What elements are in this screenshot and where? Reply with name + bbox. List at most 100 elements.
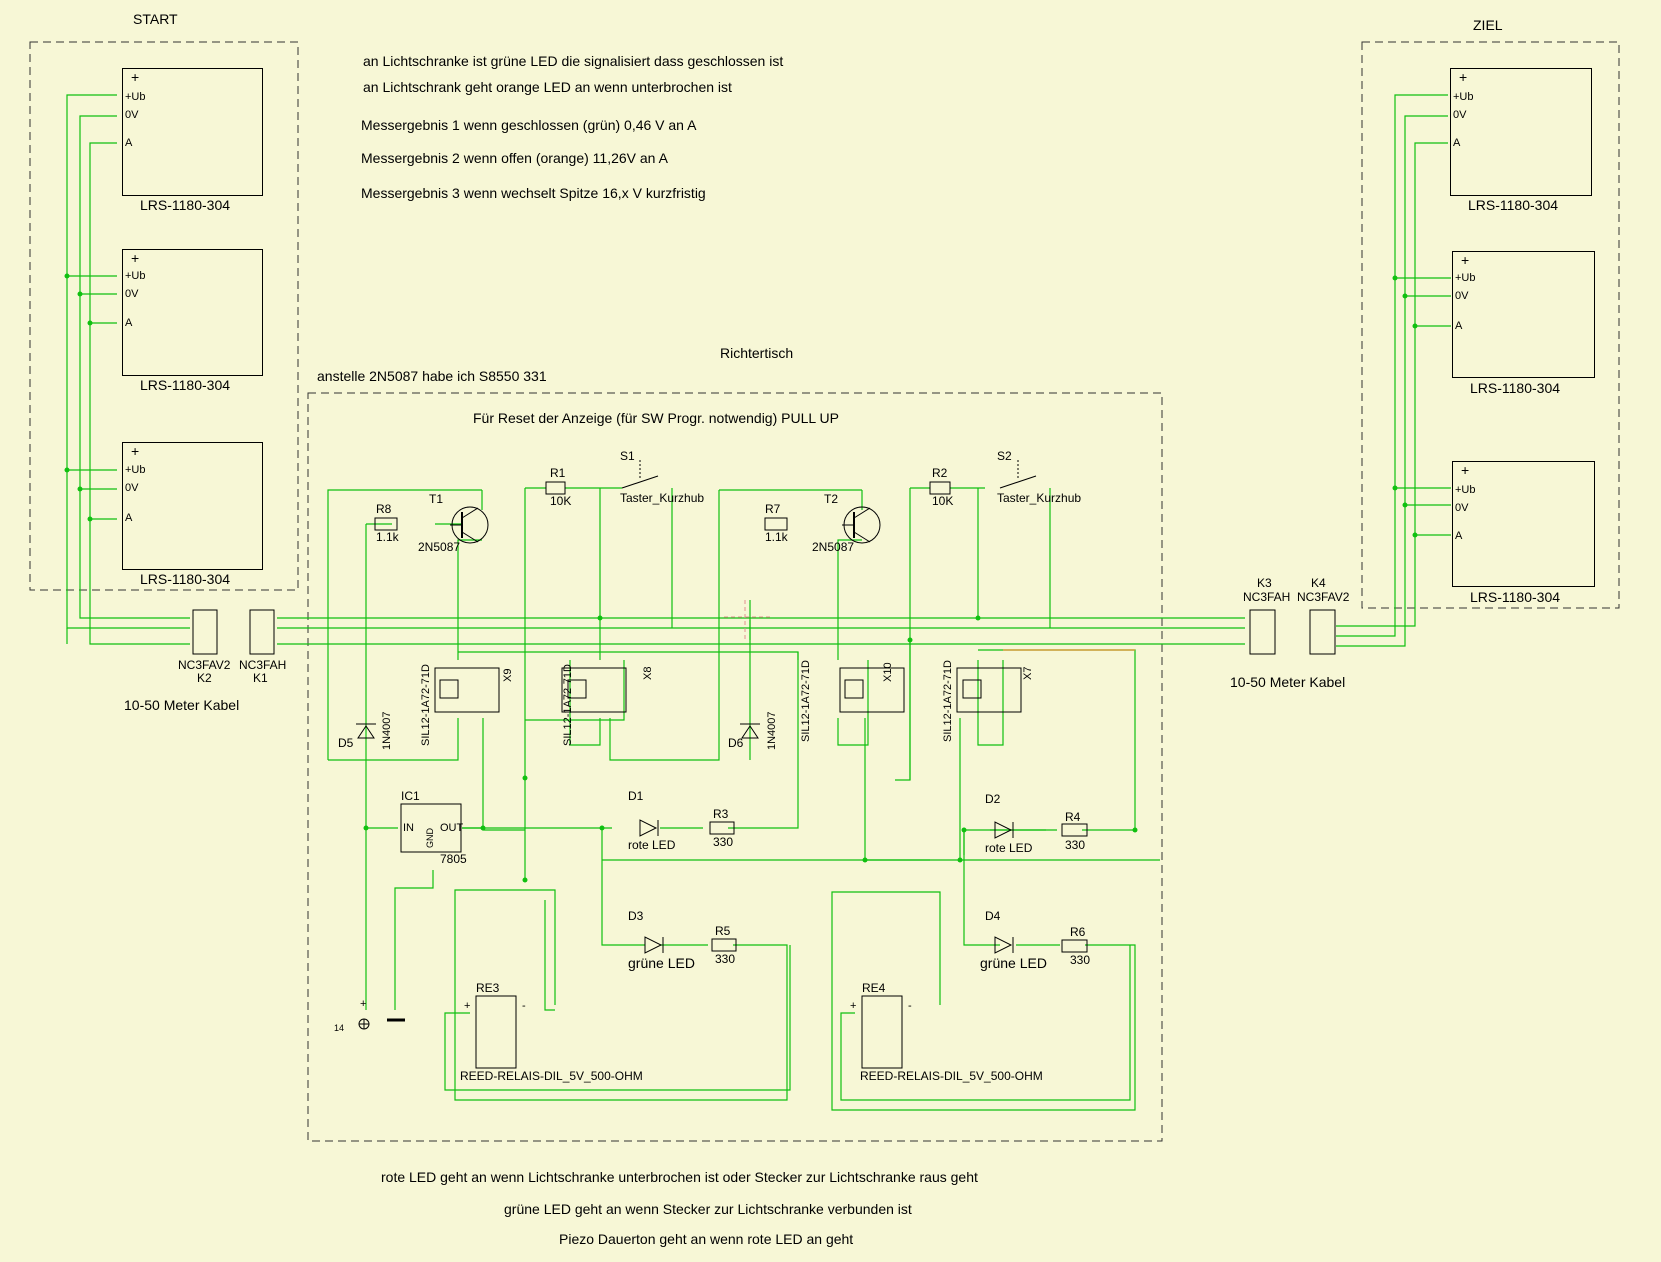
re3-body [475,995,517,1069]
t1-type: 2N5087 [418,540,461,554]
sensor-ziel-2: + +Ub 0V A [1452,251,1595,378]
wire-net [66,94,1451,1111]
r6-value: 330 [1070,953,1091,967]
sensor-pin-ub: +Ub [1455,484,1476,496]
s1-type: Taster_Kurzhub [620,491,705,505]
note-top-2: an Lichtschrank geht orange LED an wenn … [363,79,732,95]
note-mess-3: Messergebnis 3 wenn wechselt Spitze 16,x… [361,185,706,201]
k4-type: NC3FAV2 [1297,590,1350,604]
k1-type: NC3FAH [239,658,287,672]
pin-14: 14 [334,1023,345,1033]
k3-label: K3 [1257,576,1272,590]
sensor-start-2-part: LRS-1180-304 [140,377,231,393]
sensor-ziel-3: + +Ub 0V A [1452,461,1595,587]
diode-symbols [356,723,1014,954]
sensor-pin-ub: +Ub [125,91,146,103]
sensor-start-2: + +Ub 0V A [122,249,263,376]
sensor-ziel-1-part: LRS-1180-304 [1468,197,1559,213]
sensor-start-3: + +Ub 0V A [122,442,263,570]
sensor-pin-ub: +Ub [125,270,146,282]
ic1-body [400,803,462,853]
sensor-pin-0v: 0V [125,288,139,300]
note-top-1: an Lichtschranke ist grüne LED die signa… [363,53,784,69]
d6-label: D6 [728,736,744,750]
sensor-ziel-3-part: LRS-1180-304 [1470,589,1561,605]
richtertisch-group-border [307,392,1163,1142]
r7-label: R7 [765,502,781,516]
x7-label: X7 [1022,666,1034,680]
x9-type: SIL12-1A72-71D [420,664,432,746]
power-terminals [358,1018,405,1030]
cable-left: 10-50 Meter Kabel [124,697,240,713]
re3-plus: + [464,1000,471,1012]
note-reset: Für Reset der Anzeige (für SW Progr. not… [473,410,839,426]
note-mess-1: Messergebnis 1 wenn geschlossen (grün) 0… [361,117,697,133]
re4-body [861,995,903,1069]
start-group-border [29,41,299,591]
note-bottom-2: grüne LED geht an wenn Stecker zur Licht… [504,1201,912,1217]
d5-label: D5 [338,736,354,750]
sensor-pin-ub: +Ub [1455,272,1476,284]
sensor-pin-a: A [125,137,133,149]
ic1-in: IN [403,822,414,834]
sensor-plus: + [131,250,140,266]
start-label: START [133,11,178,27]
note-mess-2: Messergebnis 2 wenn offen (orange) 11,26… [361,150,668,166]
x7-type: SIL12-1A72-71D [942,660,954,742]
d2-label: D2 [985,792,1001,806]
sensor-pin-a: A [1455,320,1463,332]
r3-label: R3 [713,807,729,821]
ic1-label: IC1 [401,789,420,803]
ic1-gnd: GND [425,828,435,848]
s2-label: S2 [997,449,1012,463]
ziel-label: ZIEL [1473,17,1503,33]
power-plus: + [360,998,367,1010]
d5-type: 1N4007 [381,711,393,750]
d6-type: 1N4007 [766,711,778,750]
r5-label: R5 [715,924,731,938]
s1-label: S1 [620,449,635,463]
r7-value: 1.1k [765,530,788,544]
re3-label: RE3 [476,981,500,995]
sensor-pin-a: A [125,317,133,329]
k4-label: K4 [1311,576,1326,590]
sensor-pin-0v: 0V [1455,290,1469,302]
r8-value: 1.1k [376,530,399,544]
re4-type: REED-RELAIS-DIL_5V_500-OHM [860,1069,1043,1083]
r4-label: R4 [1065,810,1081,824]
r6-label: R6 [1070,925,1086,939]
d1-type: rote LED [628,838,676,852]
sensor-pin-ub: +Ub [1453,91,1474,103]
k1-label: K1 [253,671,268,685]
sensor-ziel-2-part: LRS-1180-304 [1470,380,1561,396]
connector-bodies [192,609,1336,655]
k3-type: NC3FAH [1243,590,1291,604]
d3-label: D3 [628,909,644,923]
note-bottom-1: rote LED geht an wenn Lichtschranke unte… [381,1169,978,1185]
r5-value: 330 [715,952,736,966]
switch-symbols [621,460,1037,489]
r2-label: R2 [932,466,948,480]
x8-label: X8 [642,666,654,680]
t-bars [461,512,855,538]
ziel-group-border [1361,41,1620,609]
sensor-pin-0v: 0V [125,482,139,494]
ic1-out: OUT [440,822,464,834]
sensor-pin-0v: 0V [1453,109,1467,121]
t2-type: 2N5087 [812,540,855,554]
s2-type: Taster_Kurzhub [997,491,1082,505]
sensor-plus: + [131,69,140,85]
sensor-plus: + [1461,462,1470,478]
sil-relay-bodies [434,667,1022,713]
sensor-pin-a: A [125,512,133,524]
resistor-bodies [374,481,1088,953]
sensor-pin-a: A [1455,530,1463,542]
sensor-pin-0v: 0V [1455,502,1469,514]
note-transistor: anstelle 2N5087 habe ich S8550 331 [317,368,547,384]
richtertisch-label: Richtertisch [720,345,794,361]
re4-label: RE4 [862,981,886,995]
note-bottom-3: Piezo Dauerton geht an wenn rote LED an … [559,1231,854,1247]
k2-label: K2 [197,671,212,685]
r4-value: 330 [1065,838,1086,852]
